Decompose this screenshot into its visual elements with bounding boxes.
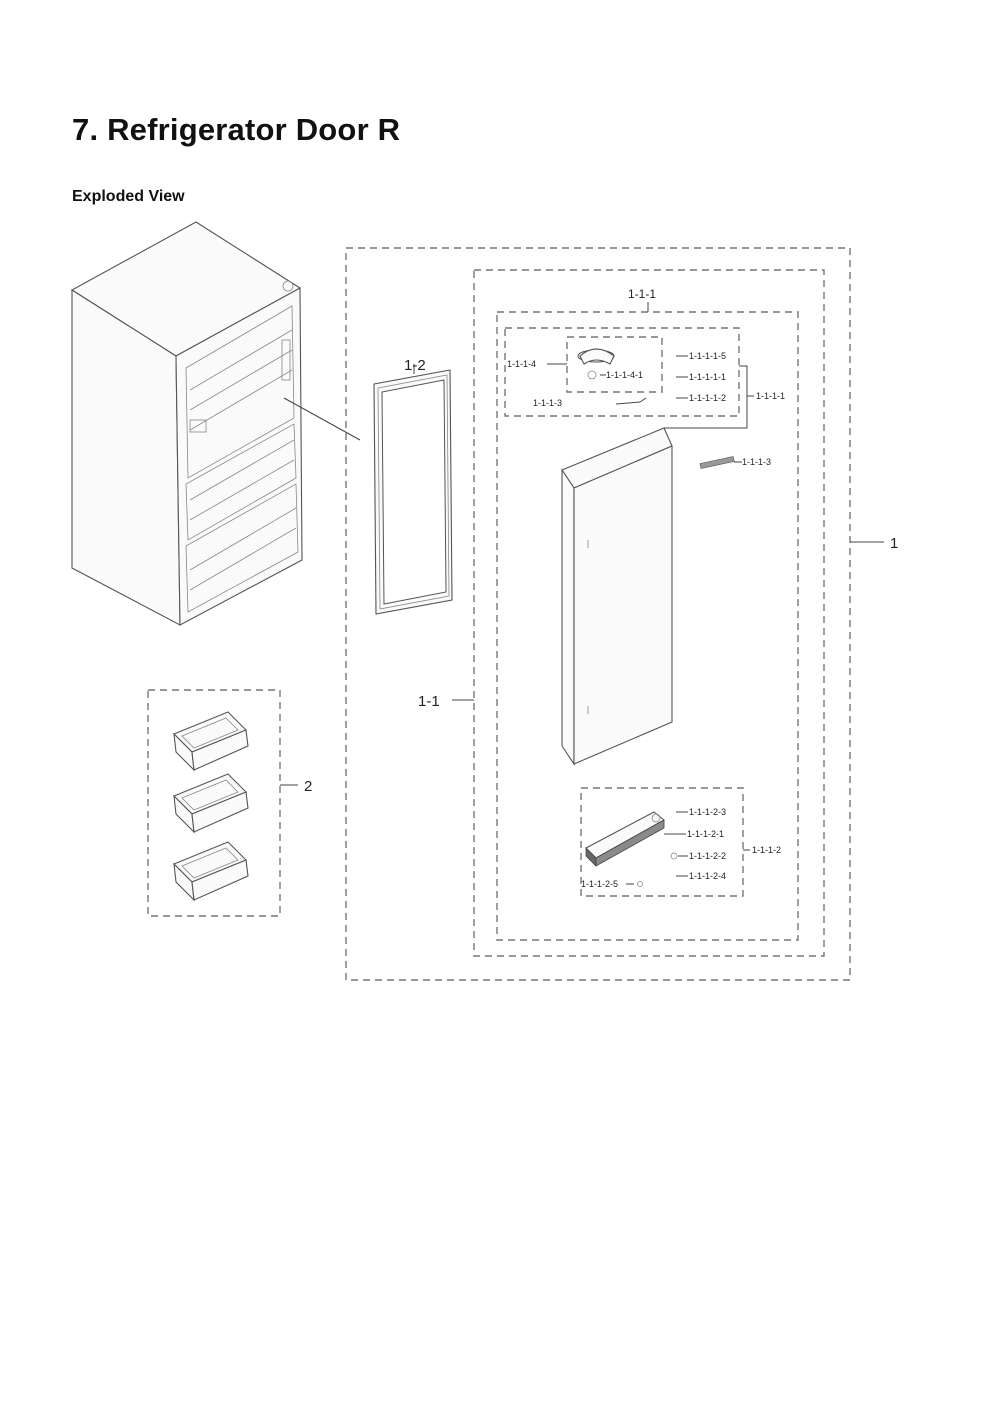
label-1: 1 [890, 535, 898, 552]
label-1-1-1-1-5: 1-1-1-1-5 [689, 351, 726, 361]
label-1-1-1-3: 1-1-1-3 [742, 457, 771, 467]
label-2: 2 [304, 778, 312, 795]
label-1-1-1-2-2: 1-1-1-2-2 [689, 851, 726, 861]
door-bins-illustration [173, 711, 249, 902]
assembly-1-1-1-1-box [504, 327, 740, 417]
assembly-1-1-box [473, 269, 825, 957]
label-1-1-1-2-1: 1-1-1-2-1 [687, 829, 724, 839]
label-1-1-1-3-top: 1-1-1-3 [533, 398, 562, 408]
label-1-1-1-2-5: 1-1-1-2-5 [581, 879, 618, 889]
label-1-1-1-2: 1-1-1-2 [752, 845, 781, 855]
label-1-1-1-4-1: 1-1-1-4-1 [606, 370, 643, 380]
page-title: 7. Refrigerator Door R [72, 112, 401, 147]
section-subtitle: Exploded View [72, 188, 185, 205]
label-1-1: 1-1 [418, 693, 440, 710]
label-1-1-1-2-3: 1-1-1-2-3 [689, 807, 726, 817]
door-badge-illustration [699, 456, 735, 469]
refrigerator-cabinet-illustration [70, 221, 303, 626]
assembly-1-1-1-4-box [566, 336, 663, 393]
door-cap-cover-illustration [585, 811, 678, 887]
label-1-2: 1-2 [404, 357, 426, 374]
assembly-2-box [147, 689, 281, 917]
refrigerator-door-panel-illustration [561, 427, 673, 766]
assembly-1-1-1-2-box [580, 787, 744, 897]
hinge-parts-illustration [577, 348, 647, 405]
label-1-1-1-4: 1-1-1-4 [507, 359, 536, 369]
label-1-1-1-1-2: 1-1-1-1-2 [689, 393, 726, 403]
door-gasket-illustration [373, 369, 453, 615]
assembly-1-box [345, 247, 851, 981]
label-1-1-1-1: 1-1-1-1 [756, 391, 785, 401]
label-1-1-1-2-4: 1-1-1-2-4 [689, 871, 726, 881]
label-1-1-1: 1-1-1 [628, 287, 656, 301]
label-1-1-1-1-1: 1-1-1-1-1 [689, 372, 726, 382]
